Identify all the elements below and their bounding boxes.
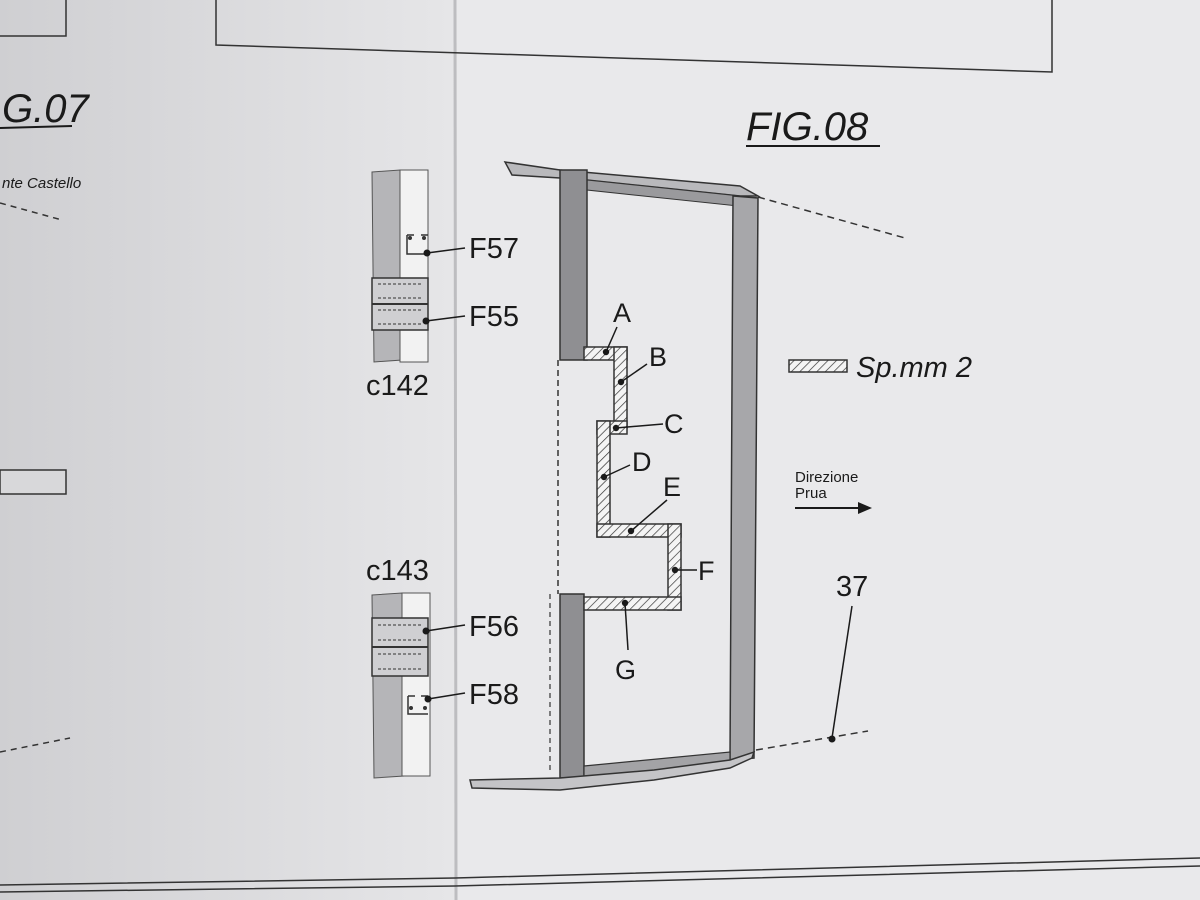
frame-number-callout: 37 bbox=[828, 571, 868, 743]
callout-label-f57: F57 bbox=[469, 233, 519, 265]
panel-b bbox=[613, 346, 628, 429]
part-label-d: D bbox=[600, 447, 652, 481]
part-label-f: F bbox=[671, 556, 715, 586]
thickness-legend: Sp.mm 2 bbox=[788, 352, 972, 384]
fig08-title: FIG.08 bbox=[746, 105, 869, 149]
callout-f55: F55 bbox=[422, 301, 519, 333]
page-fold bbox=[453, 0, 458, 900]
arrowhead-icon bbox=[858, 502, 872, 514]
grating-icon bbox=[371, 617, 429, 677]
left-bulkhead-upper bbox=[559, 169, 588, 361]
part-label-b: B bbox=[617, 342, 667, 386]
callout-label-f58: F58 bbox=[469, 679, 519, 711]
bottom-deck-plank bbox=[469, 750, 756, 791]
direction-indicator: Direzione Prua bbox=[795, 469, 872, 514]
direction-line1: Direzione bbox=[795, 469, 858, 486]
part-label-a-text: A bbox=[613, 298, 631, 328]
top-left-box bbox=[0, 0, 67, 37]
part-label-c-text: C bbox=[664, 409, 684, 439]
hull-dashed-line-top bbox=[757, 196, 906, 239]
detail-c143 bbox=[371, 592, 431, 779]
callout-f57: F57 bbox=[423, 233, 519, 265]
part-label-f-text: F bbox=[698, 556, 715, 586]
callout-label-f56: F56 bbox=[469, 611, 519, 643]
part-label-g: G bbox=[615, 599, 636, 685]
part-label-a: A bbox=[602, 298, 631, 356]
direction-line2: Prua bbox=[795, 485, 827, 502]
callout-f56: F56 bbox=[422, 611, 519, 643]
thickness-swatch bbox=[788, 359, 848, 373]
fig07-plank bbox=[0, 469, 67, 495]
callout-f58: F58 bbox=[424, 679, 519, 711]
bottom-border-line bbox=[0, 857, 1200, 886]
panel-g bbox=[583, 596, 682, 611]
top-right-box bbox=[215, 0, 1053, 73]
part-label-e-text: E bbox=[663, 472, 681, 502]
label-c142: c142 bbox=[366, 370, 429, 402]
fig07-underline bbox=[0, 125, 73, 129]
detail-c142 bbox=[371, 169, 429, 363]
part-label-d-text: D bbox=[632, 447, 652, 477]
label-c143: c143 bbox=[366, 555, 429, 587]
fig07-dashed-line-bottom bbox=[0, 737, 71, 753]
left-bulkhead-lower bbox=[559, 593, 585, 779]
part-label-c: C bbox=[612, 409, 684, 439]
right-post bbox=[729, 195, 759, 761]
bracket-icon bbox=[406, 234, 428, 255]
frame-number: 37 bbox=[836, 571, 868, 603]
fig07-caption: nte Castello bbox=[2, 175, 81, 192]
callout-label-f55: F55 bbox=[469, 301, 519, 333]
thickness-label: Sp.mm 2 bbox=[856, 352, 972, 384]
bottom-border-line-2 bbox=[0, 865, 1200, 893]
part-label-g-text: G bbox=[615, 655, 636, 685]
hull-dashed-line-bottom bbox=[755, 730, 869, 751]
fig08-assembly bbox=[469, 161, 761, 791]
fig07-title: G.07 bbox=[2, 87, 90, 131]
part-label-b-text: B bbox=[649, 342, 667, 372]
grating-icon bbox=[371, 277, 429, 331]
part-label-e: E bbox=[627, 472, 681, 535]
